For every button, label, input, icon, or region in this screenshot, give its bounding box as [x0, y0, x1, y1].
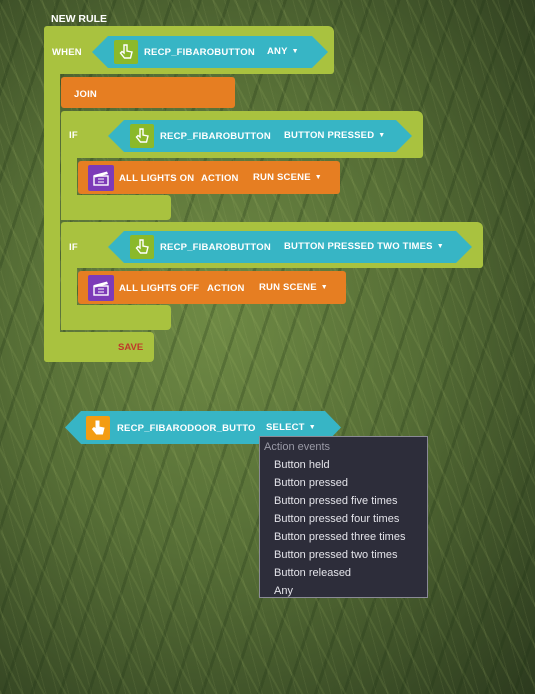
dropdown-option[interactable]: Button released	[274, 567, 352, 579]
chevron-down-icon: ▼	[308, 424, 316, 431]
dropdown-option[interactable]: Any	[274, 585, 293, 597]
dropdown-header: Action events	[264, 441, 331, 453]
rule-spine	[44, 70, 60, 362]
if2-event-dropdown[interactable]: BUTTON PRESSED TWO TIMES▼	[284, 241, 444, 252]
if-block-1-footer	[61, 195, 171, 220]
dropdown-option[interactable]: Button pressed	[274, 477, 348, 489]
floating-device-name: RECP_FIBARODOOR_BUTTO	[117, 423, 255, 434]
action-dropdown-1[interactable]: RUN SCENE▼	[253, 172, 322, 183]
event-dropdown-menu: Action events Button held Button pressed…	[259, 436, 428, 598]
action-label-1: ACTION	[201, 173, 239, 184]
dropdown-option[interactable]: Button pressed four times	[274, 513, 400, 525]
if2-device-name: RECP_FIBAROBUTTON	[160, 242, 271, 253]
chevron-down-icon: ▼	[291, 48, 299, 55]
if2-event-value: BUTTON PRESSED TWO TIMES	[284, 241, 433, 252]
dropdown-option[interactable]: Button pressed five times	[274, 495, 398, 507]
save-button[interactable]: SAVE	[118, 342, 144, 353]
floating-select-dropdown[interactable]: SELECT▼	[266, 422, 316, 433]
if1-event-dropdown[interactable]: BUTTON PRESSED▼	[284, 130, 385, 141]
door-button-device-icon	[86, 416, 110, 440]
chevron-down-icon: ▼	[320, 284, 328, 291]
action-dropdown-2[interactable]: RUN SCENE▼	[259, 282, 328, 293]
if2-device-block[interactable]: RECP_FIBAROBUTTON BUTTON PRESSED TWO TIM…	[108, 231, 472, 263]
if-label-2: IF	[69, 242, 78, 253]
if-block-2-footer	[61, 305, 171, 330]
if1-device-block[interactable]: RECP_FIBAROBUTTON BUTTON PRESSED▼	[108, 120, 412, 152]
join-label: JOIN	[74, 89, 97, 100]
chevron-down-icon: ▼	[378, 132, 386, 139]
scene-name-1: ALL LIGHTS ON	[119, 173, 195, 184]
dropdown-option[interactable]: Button pressed three times	[274, 531, 406, 543]
scene-name-2: ALL LIGHTS OFF	[119, 283, 200, 294]
dropdown-option[interactable]: Button held	[274, 459, 330, 471]
action-value-2: RUN SCENE	[259, 282, 317, 293]
scene-clapper-icon	[88, 165, 114, 191]
chevron-down-icon: ▼	[436, 243, 444, 250]
join-block[interactable]	[61, 77, 235, 108]
action-value-1: RUN SCENE	[253, 172, 311, 183]
rule-footer	[44, 332, 154, 362]
action-label-2: ACTION	[207, 283, 245, 294]
button-device-icon	[114, 40, 138, 64]
scene-clapper-icon	[88, 275, 114, 301]
chevron-down-icon: ▼	[314, 174, 322, 181]
when-device-name: RECP_FIBAROBUTTON	[144, 47, 255, 58]
floating-select-value: SELECT	[266, 422, 305, 433]
button-device-icon	[130, 124, 154, 148]
if-label-1: IF	[69, 130, 78, 141]
when-label: WHEN	[52, 47, 82, 58]
action-block-1[interactable]: ALL LIGHTS ON ACTION RUN SCENE▼	[78, 161, 340, 194]
when-device-block[interactable]: RECP_FIBAROBUTTON ANY▼	[92, 36, 328, 68]
if1-event-value: BUTTON PRESSED	[284, 130, 375, 141]
dropdown-option[interactable]: Button pressed two times	[274, 549, 398, 561]
when-event-value: ANY	[267, 46, 288, 57]
button-device-icon	[130, 235, 154, 259]
action-block-2[interactable]: ALL LIGHTS OFF ACTION RUN SCENE▼	[78, 271, 346, 304]
when-event-dropdown[interactable]: ANY▼	[267, 46, 299, 57]
rule-title: NEW RULE	[51, 13, 107, 25]
if1-device-name: RECP_FIBAROBUTTON	[160, 131, 271, 142]
